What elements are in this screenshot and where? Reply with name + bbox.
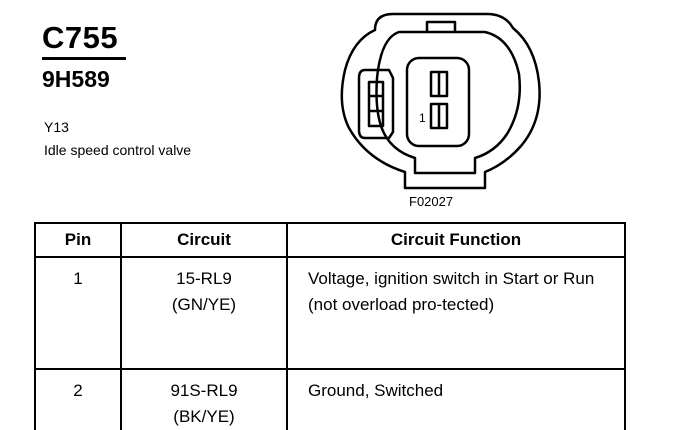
figure-code: F02027 (409, 194, 454, 209)
connector-housing-outline (340, 12, 541, 190)
pin-cavity-block (405, 56, 471, 148)
connector-description: Idle speed control valve (44, 142, 192, 158)
column-header-circuit: Circuit (120, 222, 288, 258)
location-code: Y13 (44, 119, 69, 135)
circuit-cell: 91S-RL9 (BK/YE) (120, 368, 288, 430)
connector-latch (357, 68, 395, 140)
pin-cell: 1 (34, 256, 122, 370)
wire-color: (BK/YE) (173, 407, 235, 426)
title-underline (42, 57, 126, 60)
wire-color: (GN/YE) (171, 295, 237, 314)
pin-1-label: 1 (419, 111, 426, 125)
circuit-cell: 15-RL9 (GN/YE) (120, 256, 288, 370)
connector-shroud (375, 30, 521, 175)
column-header-function: Circuit Function (286, 222, 626, 258)
table-row: 1 15-RL9 (GN/YE) Voltage, ignition switc… (34, 256, 626, 370)
function-cell: Ground, Switched (286, 368, 626, 430)
part-number: 9H589 (42, 66, 110, 92)
function-cell: Voltage, ignition switch in Start or Run… (286, 256, 626, 370)
circuit-number: 91S-RL9 (170, 381, 238, 400)
connector-face-diagram: 1 (340, 12, 541, 190)
circuit-number: 15-RL9 (176, 269, 232, 288)
pin-cell: 2 (34, 368, 122, 430)
column-header-pin: Pin (34, 222, 122, 258)
connector-id: C755 (42, 20, 119, 55)
table-header-row: Pin Circuit Circuit Function (34, 222, 626, 258)
table-row: 2 91S-RL9 (BK/YE) Ground, Switched (34, 368, 626, 430)
pinout-table: Pin Circuit Circuit Function 1 15-RL9 (G… (34, 222, 626, 430)
